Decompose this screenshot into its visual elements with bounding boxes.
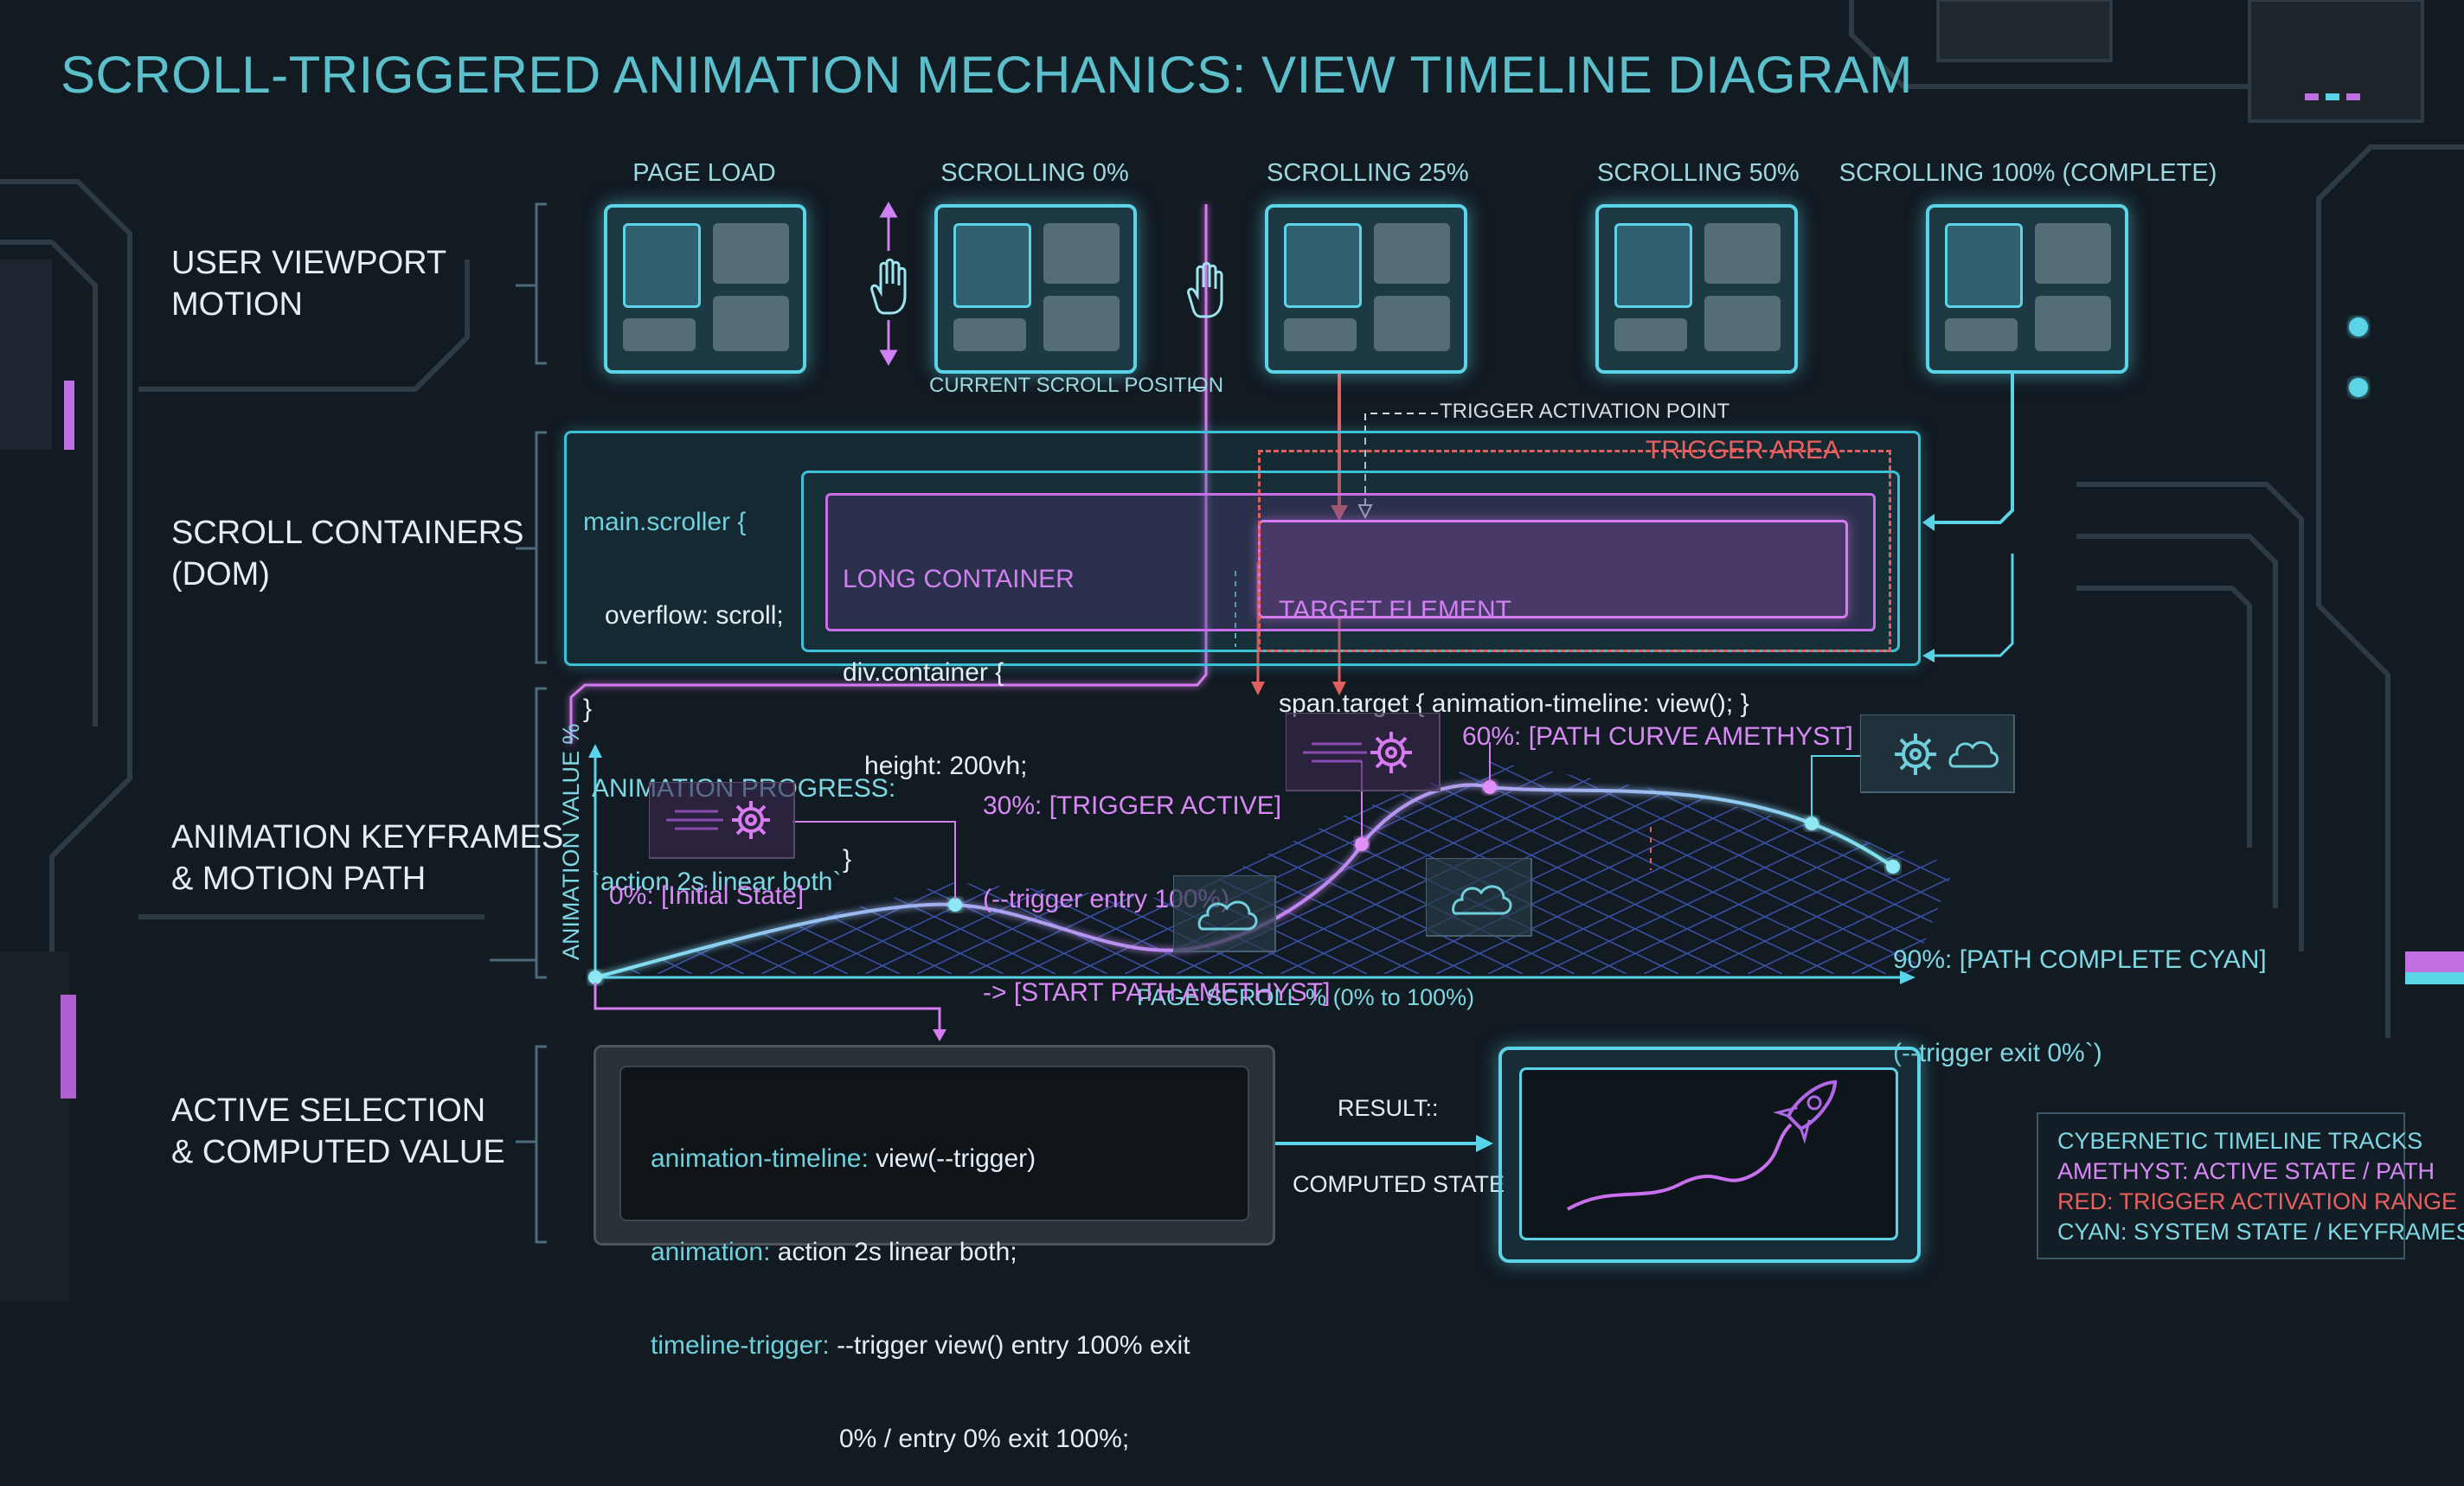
code-value: --trigger view() entry 100% exit bbox=[829, 1331, 1190, 1360]
grid-line bbox=[1799, 761, 1955, 974]
circuit-background bbox=[0, 0, 2464, 1301]
grid-line bbox=[1383, 761, 1835, 974]
progress-line: `action 2s linear both` bbox=[592, 868, 842, 896]
viewport-scrolling-0 bbox=[934, 204, 1137, 374]
legend-title: CYBERNETIC TIMELINE TRACKS bbox=[2057, 1128, 2423, 1154]
row-label-containers: SCROLL CONTAINERS (DOM) bbox=[171, 512, 524, 595]
row-label-viewport: USER VIEWPORT MOTION bbox=[171, 242, 446, 325]
legend-red: RED: TRIGGER ACTIVATION RANGE bbox=[2057, 1188, 2458, 1214]
result-preview bbox=[1519, 1067, 1898, 1240]
row-label-selection: ACTIVE SELECTION & COMPUTED VALUE bbox=[171, 1090, 505, 1173]
gear-cloud-icon bbox=[1860, 714, 2015, 793]
keyframe-0-label: 0%: [Initial State] bbox=[609, 881, 805, 910]
code-value: view(--trigger) bbox=[868, 1144, 1036, 1173]
grid-line bbox=[0, 761, 17, 974]
current-scroll-label: CURRENT SCROLL POSITION bbox=[929, 374, 1224, 397]
rocket-icon bbox=[1566, 1079, 1838, 1211]
row-label-line: ANIMATION KEYFRAMES bbox=[171, 819, 564, 855]
long-container-title: LONG CONTAINER bbox=[843, 565, 1075, 593]
grid-line bbox=[1331, 761, 1783, 974]
row-label-line: MOTION bbox=[171, 286, 303, 323]
target-element-box bbox=[1258, 520, 1848, 618]
kf90-line: 90%: [PATH COMPLETE CYAN] bbox=[1893, 945, 2267, 974]
row-label-line: ACTIVE SELECTION bbox=[171, 1092, 486, 1129]
row-label-line: & COMPUTED VALUE bbox=[171, 1134, 505, 1170]
stage-label-scrolling-25: SCROLLING 25% bbox=[1267, 159, 1469, 187]
grid-line bbox=[1747, 761, 1955, 974]
grid-line bbox=[1539, 761, 1955, 974]
code-prop: timeline-trigger: bbox=[651, 1331, 830, 1360]
x-axis-label: PAGE SCROLL % (0% to 100%) bbox=[1137, 984, 1475, 1010]
gear-icon bbox=[649, 782, 795, 859]
grid-line bbox=[0, 761, 121, 974]
legend-amethyst: AMETHYST: ACTIVE STATE / PATH bbox=[2057, 1158, 2435, 1184]
cloud-icon bbox=[1426, 858, 1532, 937]
page-title: SCROLL-TRIGGERED ANIMATION MECHANICS: VI… bbox=[61, 46, 1913, 104]
row-label-keyframes: ANIMATION KEYFRAMES & MOTION PATH bbox=[171, 817, 563, 900]
grid-line bbox=[0, 761, 121, 974]
hand-scroll-icon bbox=[1187, 261, 1223, 318]
long-container-box bbox=[825, 493, 1876, 631]
kf30-line: (--trigger entry 100%) bbox=[983, 885, 1230, 913]
css-code-block: animation-timeline: view(--trigger) anim… bbox=[651, 1081, 1190, 1486]
y-axis-label: ANIMATION VALUE % bbox=[558, 723, 584, 960]
grid-line bbox=[0, 761, 69, 974]
kf30-line: 30%: [TRIGGER ACTIVE] bbox=[983, 791, 1282, 820]
code-line: div.container { bbox=[843, 658, 1004, 687]
legend-cyan: CYAN: SYSTEM STATE / KEYFRAMES bbox=[2057, 1219, 2464, 1245]
kf30-line: -> [START PATH AMETHYST] bbox=[983, 978, 1331, 1007]
grid-line bbox=[0, 761, 69, 974]
grid-line bbox=[1591, 761, 1955, 974]
keyframe-30-label: 30%: [TRIGGER ACTIVE] (--trigger entry 1… bbox=[983, 728, 1330, 1040]
row-label-line: SCROLL CONTAINERS bbox=[171, 515, 524, 551]
trigger-area-label: TRIGGER AREA bbox=[1646, 436, 1841, 464]
code-prop: animation: bbox=[651, 1238, 771, 1266]
code-value: action 2s linear both; bbox=[770, 1238, 1017, 1266]
code-line: main.scroller { bbox=[583, 508, 747, 536]
grid-line bbox=[0, 761, 173, 974]
keyframe-90-label: 90%: [PATH COMPLETE CYAN] (--trigger exi… bbox=[1893, 882, 2267, 1100]
code-line: } bbox=[583, 695, 593, 723]
row-label-line: & MOTION PATH bbox=[171, 861, 427, 897]
code-value: 0% / entry 0% exit 100%; bbox=[839, 1425, 1130, 1453]
trigger-point-label: TRIGGER ACTIVATION POINT bbox=[1440, 400, 1730, 423]
hand-scroll-icon bbox=[870, 258, 907, 315]
scroller-code: main.scroller { overflow: scroll; } bbox=[583, 445, 784, 756]
stage-label-scrolling-100: SCROLLING 100% (COMPLETE) bbox=[1838, 159, 2217, 187]
code-line: overflow: scroll; bbox=[583, 601, 784, 630]
animation-progress-label: ANIMATION PROGRESS: `action 2s linear bo… bbox=[592, 711, 895, 929]
stage-label-scrolling-50: SCROLLING 50% bbox=[1597, 159, 1800, 187]
viewport-page-load bbox=[604, 204, 806, 374]
long-container-code: LONG CONTAINER div.container { height: 2… bbox=[843, 502, 1075, 906]
trigger-area-box bbox=[1258, 450, 1891, 652]
main-scroller-box bbox=[564, 431, 1921, 666]
legend: CYBERNETIC TIMELINE TRACKS AMETHYST: ACT… bbox=[2037, 1112, 2464, 1259]
grid-line bbox=[1487, 761, 1939, 974]
kf90-line: (--trigger exit 0%`) bbox=[1893, 1039, 2102, 1067]
row-label-line: (DOM) bbox=[171, 556, 270, 592]
viewport-scrolling-25 bbox=[1265, 204, 1467, 374]
cloud-icon bbox=[1173, 875, 1276, 952]
target-element-title: TARGET ELEMENT bbox=[1279, 596, 1511, 625]
code-line: height: 200vh; bbox=[843, 752, 1028, 780]
code-panel bbox=[619, 1066, 1249, 1221]
code-prop: animation-timeline: bbox=[651, 1144, 869, 1173]
result-label: RESULT:: bbox=[1338, 1095, 1439, 1121]
viewport-scrolling-100 bbox=[1926, 204, 2128, 374]
code-line: } bbox=[843, 845, 852, 874]
gear-icon bbox=[1286, 713, 1441, 791]
grid-line bbox=[0, 761, 173, 974]
stage-label-scrolling-0: SCROLLING 0% bbox=[940, 159, 1129, 187]
stage-label-page-load: PAGE LOAD bbox=[632, 159, 776, 187]
keyframe-60-label: 60%: [PATH CURVE AMETHYST] bbox=[1462, 722, 1853, 751]
grid-line bbox=[1435, 761, 1887, 974]
viewport-scrolling-50 bbox=[1595, 204, 1798, 374]
computed-state-label: COMPUTED STATE bbox=[1293, 1171, 1505, 1197]
row-label-line: USER VIEWPORT bbox=[171, 245, 447, 281]
grid-line bbox=[0, 761, 17, 974]
